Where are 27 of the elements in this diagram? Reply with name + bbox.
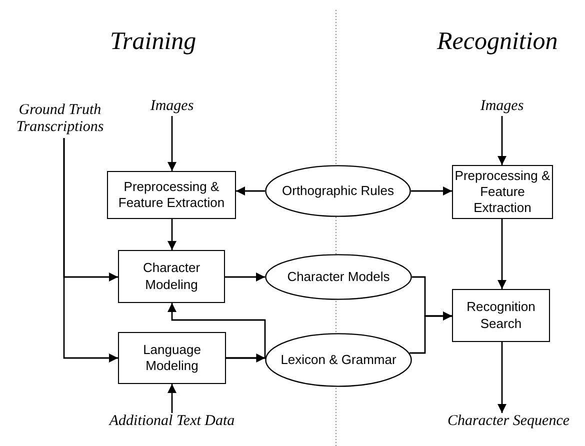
arrow [168, 384, 176, 413]
section-heading: Recognition [437, 28, 558, 56]
process-box: Preprocessing & Feature Extraction [452, 165, 553, 219]
ellipse-node: Orthographic Rules [265, 165, 411, 217]
arrow [411, 186, 452, 196]
input-label: Additional Text Data [92, 413, 252, 431]
arrow [236, 186, 265, 196]
arrow [168, 303, 266, 359]
arrow [168, 116, 176, 171]
arrow [498, 116, 506, 165]
input-label: Character Sequence [432, 413, 585, 431]
ellipse-node: Character Models [265, 254, 412, 300]
arrow [498, 219, 506, 289]
arrow [63, 138, 118, 362]
arrow [225, 272, 265, 282]
process-box: Preprocessing & Feature Extraction [107, 171, 236, 219]
section-heading: Training [110, 28, 196, 56]
process-box: Recognition Search [452, 289, 550, 342]
process-box: Character Modeling [118, 250, 225, 303]
ellipse-node: Lexicon & Grammar [265, 333, 412, 387]
input-label: Images [140, 98, 204, 116]
arrow [168, 219, 176, 250]
process-box: Language Modeling [118, 332, 226, 384]
input-label: Ground Truth Transcriptions [2, 100, 118, 138]
arrow [498, 342, 506, 413]
input-label: Images [470, 98, 534, 116]
arrow [409, 312, 452, 354]
